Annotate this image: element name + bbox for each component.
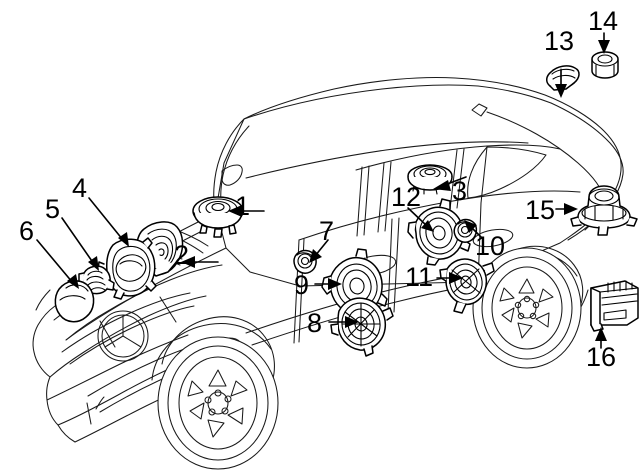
callout-label-10: 10 <box>475 231 506 261</box>
part-corner-speaker-cover[interactable] <box>54 280 95 323</box>
callout-label-4: 4 <box>72 173 88 203</box>
callout-leaders <box>36 32 610 349</box>
part-dashboard-center-speaker[interactable] <box>192 196 244 238</box>
part-mounting-nut[interactable] <box>591 51 619 79</box>
part-rear-door-speaker[interactable] <box>439 258 495 314</box>
callout-label-12: 12 <box>391 182 422 212</box>
callout-label-8: 8 <box>307 308 323 338</box>
part-front-door-midrange-speaker[interactable] <box>330 297 394 357</box>
callout-label-15: 15 <box>525 195 556 225</box>
callout-label-3: 3 <box>452 176 468 206</box>
callout-label-1: 1 <box>235 191 251 221</box>
callout-label-9: 9 <box>294 270 310 300</box>
callout-label-13: 13 <box>544 26 575 56</box>
part-a-pillar-tweeter[interactable] <box>293 249 317 274</box>
callout-label-7: 7 <box>319 216 335 246</box>
callout-label-2: 2 <box>174 240 190 270</box>
part-amplifier-control-module[interactable] <box>590 280 639 332</box>
part-rear-door-woofer[interactable] <box>407 198 471 266</box>
part-subwoofer[interactable] <box>570 185 638 236</box>
part-rear-parcel-shelf-speaker[interactable] <box>407 164 453 195</box>
callout-label-14: 14 <box>588 6 619 36</box>
callout-label-6: 6 <box>19 216 35 246</box>
callout-label-5: 5 <box>45 194 61 224</box>
callout-label-11: 11 <box>405 262 434 292</box>
callout-label-16: 16 <box>586 342 617 372</box>
